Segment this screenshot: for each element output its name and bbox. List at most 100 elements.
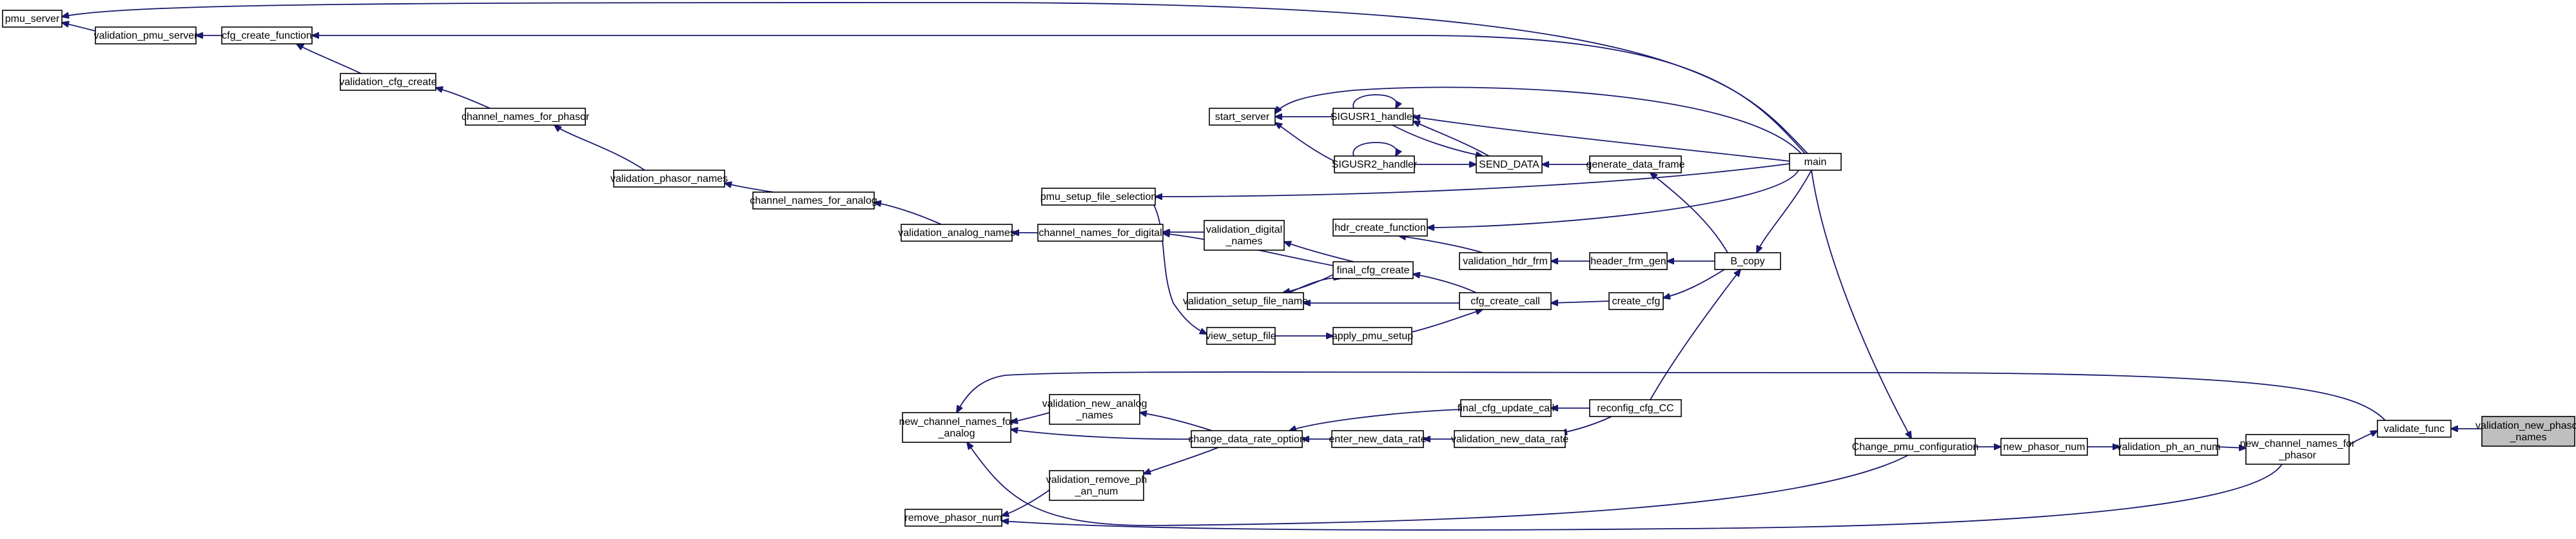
node-hdr_create_function[interactable]: hdr_create_function	[1332, 219, 1428, 237]
edge-line	[2348, 431, 2377, 446]
node-label: validation_analog_names	[898, 228, 1015, 239]
node-validation_remove_ph_an_num[interactable]: validation_remove_ph_an_num	[1046, 470, 1147, 501]
node-channel_names_for_digital[interactable]: channel_names_for_digital	[1037, 224, 1164, 242]
node-generate_data_frame[interactable]: generate_data_frame	[1586, 155, 1685, 173]
node-pmu_setup_file_selection[interactable]: pmu_setup_file_selection	[1040, 188, 1157, 206]
node-Change_pmu_configuration[interactable]: Change_pmu_configuration	[1852, 438, 1979, 456]
node-label: create_cfg	[1612, 296, 1661, 307]
node-validate_func[interactable]: validate_func	[2377, 420, 2452, 438]
edge-channel_names_for_analog-to-validation_phasor_names	[725, 183, 774, 193]
edge-line	[1275, 86, 1802, 154]
node-SIGUSR1_handler[interactable]: SIGUSR1_handler	[1331, 108, 1416, 126]
node-change_data_rate_option[interactable]: change_data_rate_option	[1188, 430, 1305, 448]
edge-SIGUSR1_handler-to-SIGUSR1_handler	[1352, 94, 1396, 108]
edge-line	[1011, 429, 1192, 440]
node-cfg_create_function[interactable]: cfg_create_function	[221, 26, 313, 44]
node-box	[2, 10, 63, 28]
node-box	[1334, 155, 1415, 173]
edge-line	[1551, 301, 1610, 303]
edge-line	[725, 183, 774, 193]
node-label: view_setup_file	[1205, 331, 1276, 342]
node-validation_analog_names[interactable]: validation_analog_names	[898, 224, 1015, 242]
node-pmu_server[interactable]: pmu_server	[2, 10, 63, 28]
edge-line	[1284, 242, 1354, 262]
node-label: validation_new_phasor	[2475, 420, 2576, 431]
node-label: validation_cfg_create	[339, 77, 436, 88]
node-box	[902, 412, 1011, 443]
node-box	[904, 509, 1002, 527]
node-box	[340, 73, 436, 91]
node-enter_new_data_rate[interactable]: enter_new_data_rate	[1329, 430, 1427, 448]
edge-line	[1289, 278, 1341, 293]
node-channel_names_for_phasor[interactable]: channel_names_for_phasor	[462, 108, 590, 126]
node-box	[1209, 108, 1276, 126]
node-label: validation_remove_ph	[1046, 475, 1147, 485]
node-new_channel_names_for_analog[interactable]: new_channel_names_for_analog	[899, 412, 1015, 443]
node-validation_pmu_server[interactable]: validation_pmu_server	[94, 26, 199, 44]
node-SIGUSR2_handler[interactable]: SIGUSR2_handler	[1332, 155, 1418, 173]
node-box	[2119, 438, 2218, 456]
node-box	[1589, 399, 1682, 417]
edge-line	[436, 88, 491, 109]
node-validation_new_phasor_names[interactable]: validation_new_phasor_names	[2475, 416, 2576, 447]
node-label: start_server	[1215, 112, 1270, 122]
edge-SIGUSR1_handler-to-SEND_DATA	[1392, 124, 1483, 156]
node-cfg_create_call[interactable]: cfg_create_call	[1459, 292, 1552, 310]
node-main[interactable]: main	[1789, 153, 1842, 171]
node-label: _analog	[938, 428, 975, 439]
node-label: channel_names_for_analog	[750, 195, 877, 206]
node-label: final_cfg_create	[1337, 265, 1410, 276]
node-validation_setup_file_name[interactable]: validation_setup_file_name	[1183, 292, 1308, 310]
node-B_copy[interactable]: B_copy	[1714, 252, 1781, 270]
edge-channel_names_for_phasor-to-validation_cfg_create	[436, 88, 491, 109]
node-validation_hdr_frm[interactable]: validation_hdr_frm	[1459, 252, 1552, 270]
edge-main-to-hdr_create_function	[1427, 170, 1799, 228]
edge-line	[1413, 121, 1490, 157]
edge-line	[1011, 412, 1050, 422]
edge-change_data_rate_option-to-new_channel_names_for_analog	[1011, 429, 1192, 440]
node-create_cfg[interactable]: create_cfg	[1608, 292, 1664, 310]
node-new_channel_names_for_phasor[interactable]: new_channel_names_for_phasor	[2240, 434, 2356, 465]
node-box	[1332, 108, 1414, 126]
node-box	[1049, 470, 1144, 501]
node-label: _phasor	[2278, 450, 2316, 461]
node-label: validation_ph_an_num	[2116, 442, 2220, 453]
node-validation_ph_an_num[interactable]: validation_ph_an_num	[2116, 438, 2221, 456]
node-label: apply_pmu_setup	[1332, 331, 1413, 342]
node-box	[1041, 188, 1156, 206]
node-reconfig_cfg_CC[interactable]: reconfig_cfg_CC	[1589, 399, 1682, 417]
node-apply_pmu_setup[interactable]: apply_pmu_setup	[1332, 327, 1413, 345]
node-channel_names_for_analog[interactable]: channel_names_for_analog	[750, 191, 877, 210]
edge-line	[1650, 173, 1728, 253]
node-remove_phasor_num[interactable]: remove_phasor_num	[904, 509, 1002, 527]
node-validation_cfg_create[interactable]: validation_cfg_create	[339, 73, 437, 91]
edge-validation_analog_names-to-channel_names_for_analog	[874, 202, 942, 225]
node-box	[2000, 438, 2088, 456]
nodes-layer: pmu_server validation_pmu_server cfg_creat…	[2, 10, 2576, 527]
node-label: B_copy	[1730, 256, 1764, 267]
node-box	[1037, 224, 1164, 242]
node-validation_digital_names[interactable]: validation_digital_names	[1204, 220, 1285, 251]
node-new_phasor_num[interactable]: new_phasor_num	[2000, 438, 2088, 456]
node-box	[465, 108, 586, 126]
node-header_frm_gen[interactable]: header_frm_gen	[1589, 252, 1668, 270]
node-box	[95, 26, 197, 44]
node-SEND_DATA[interactable]: SEND_DATA	[1476, 155, 1543, 173]
node-box	[1459, 292, 1552, 310]
node-final_cfg_create[interactable]: final_cfg_create	[1332, 261, 1414, 279]
node-validation_phasor_names[interactable]: validation_phasor_names	[610, 170, 728, 188]
edge-validation_hdr_frm-to-hdr_create_function	[1399, 236, 1483, 253]
node-validation_new_analog_names[interactable]: validation_new_analog_names	[1042, 394, 1147, 425]
edge-line	[1289, 409, 1461, 431]
node-validation_new_data_rate[interactable]: validation_new_data_rate	[1451, 430, 1568, 448]
node-label: header_frm_gen	[1590, 256, 1666, 267]
edge-line	[312, 35, 1806, 154]
node-box	[1049, 394, 1140, 425]
node-final_cfg_update_call[interactable]: final_cfg_update_call	[1458, 399, 1554, 417]
node-label: validation_pmu_server	[94, 30, 199, 41]
edge-validation_setup_file_name-to-final_cfg_create	[1289, 278, 1341, 293]
edge-line	[1352, 142, 1396, 156]
node-start_server[interactable]: start_server	[1209, 108, 1276, 126]
node-view_setup_file[interactable]: view_setup_file	[1205, 327, 1276, 345]
